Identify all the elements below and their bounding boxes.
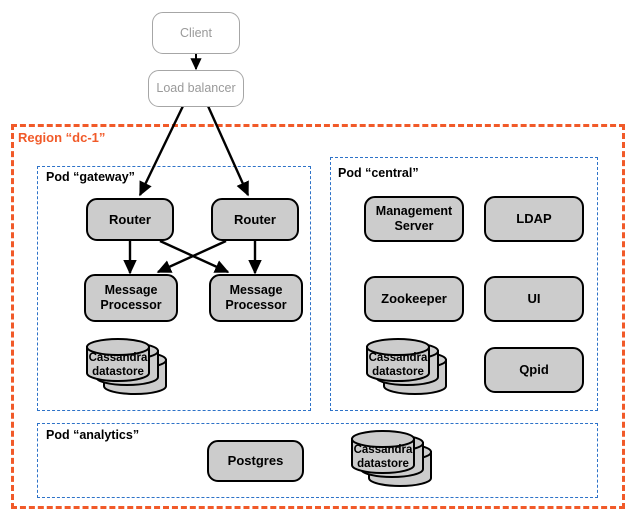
node-management-server-label-line2: Server [394, 219, 434, 233]
node-management-server[interactable]: Management Server [364, 196, 464, 242]
node-qpid-label: Qpid [519, 362, 549, 378]
node-message-processor-2[interactable]: Message Processor [209, 274, 303, 322]
pod-gateway-label: Pod “gateway” [44, 170, 137, 184]
node-client[interactable]: Client [152, 12, 240, 54]
node-router-2[interactable]: Router [211, 198, 299, 241]
node-message-processor-1-label-line1: Message [104, 283, 158, 298]
node-message-processor-2-label-line1: Message [229, 283, 283, 298]
node-cassandra-analytics[interactable]: Cassandra datastore [343, 430, 463, 488]
node-load-balancer[interactable]: Load balancer [148, 70, 244, 107]
node-zookeeper[interactable]: Zookeeper [364, 276, 464, 322]
pod-central-label: Pod “central” [336, 166, 421, 180]
pod-analytics [37, 423, 598, 498]
node-router-1-label: Router [109, 211, 151, 227]
pod-analytics-label: Pod “analytics” [44, 428, 142, 442]
node-ldap[interactable]: LDAP [484, 196, 584, 242]
node-message-processor-2-label-line2: Processor [225, 298, 287, 312]
node-router-1[interactable]: Router [86, 198, 174, 241]
node-qpid[interactable]: Qpid [484, 347, 584, 393]
node-ldap-label: LDAP [516, 211, 552, 227]
node-cassandra-gateway[interactable]: Cassandra datastore [78, 338, 198, 396]
node-message-processor-1[interactable]: Message Processor [84, 274, 178, 322]
region-dc-1-label: Region “dc-1” [16, 130, 108, 145]
node-ui[interactable]: UI [484, 276, 584, 322]
node-client-label: Client [180, 25, 212, 40]
cylinder-stack-icon [366, 338, 447, 395]
node-message-processor-1-label-line2: Processor [100, 298, 162, 312]
pod-central [330, 157, 598, 411]
cylinder-stack-icon [86, 338, 167, 395]
node-postgres[interactable]: Postgres [207, 440, 304, 482]
node-zookeeper-label: Zookeeper [381, 291, 447, 307]
cylinder-stack-icon [351, 430, 432, 487]
region-dc-1 [11, 124, 625, 509]
node-ui-label: UI [527, 291, 541, 307]
node-postgres-label: Postgres [227, 453, 284, 469]
node-management-server-label-line1: Management [375, 204, 453, 219]
node-router-2-label: Router [234, 211, 276, 227]
node-load-balancer-label: Load balancer [156, 81, 236, 96]
node-cassandra-central[interactable]: Cassandra datastore [358, 338, 478, 396]
